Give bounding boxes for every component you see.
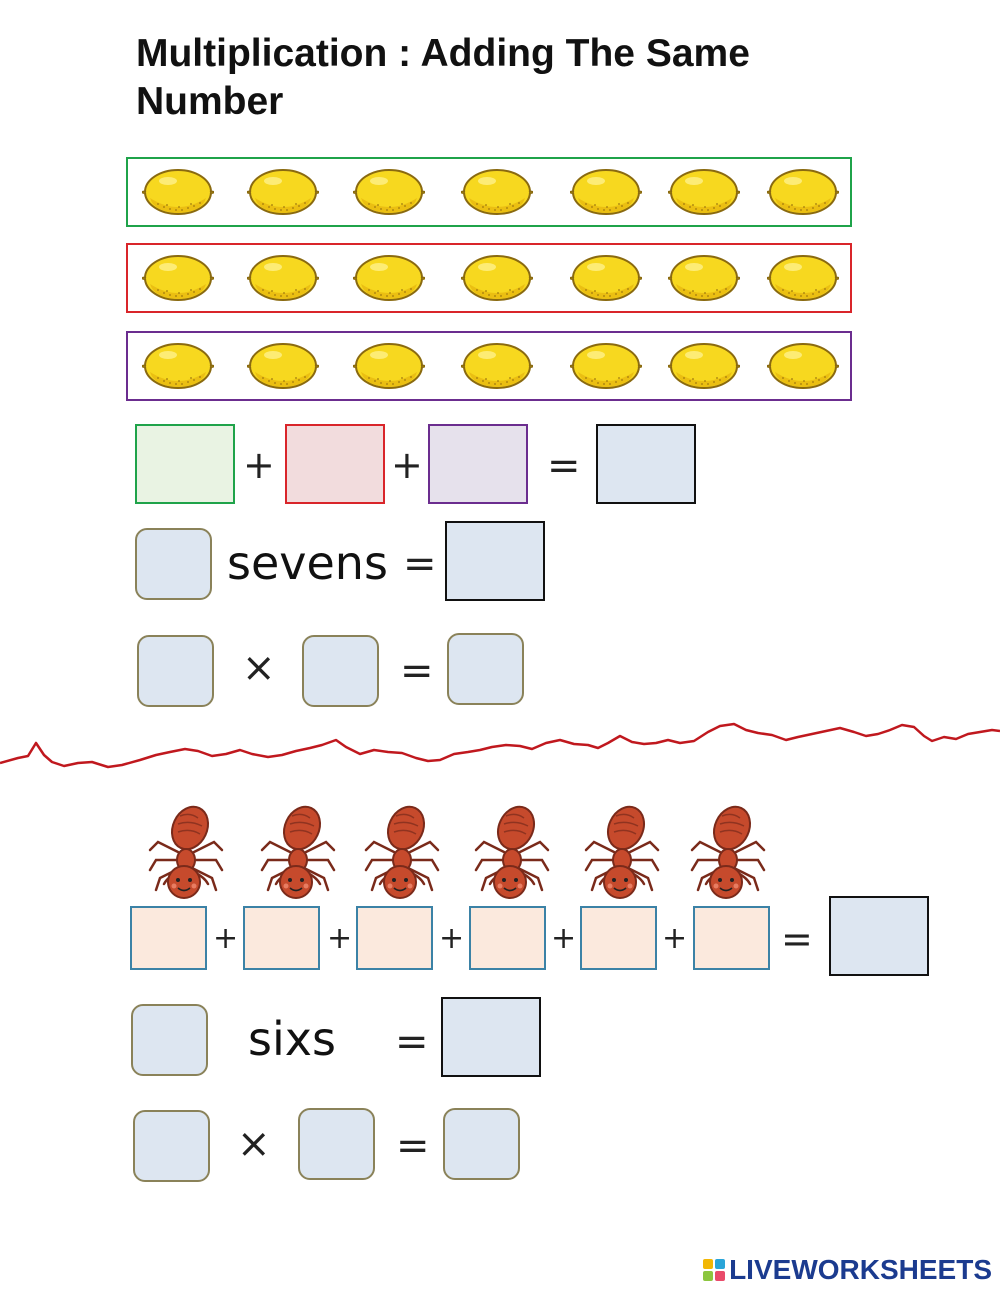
lemon-icon [766, 166, 840, 218]
sevens-label: sevens [227, 536, 388, 590]
equals-sign: = [781, 917, 813, 961]
plus-sign: + [213, 921, 239, 956]
lemon-icon [352, 252, 426, 304]
lemon-icon [246, 340, 320, 392]
lemon-icon [352, 166, 426, 218]
equals-sign: = [395, 1019, 429, 1065]
ant-icon [256, 802, 340, 902]
lemon-icon [667, 340, 741, 392]
lemon-icon [569, 252, 643, 304]
plus-sign: + [551, 921, 577, 956]
lemon-icon [667, 166, 741, 218]
groups-count-box[interactable] [135, 528, 212, 600]
ant-addend-box-1[interactable] [130, 906, 207, 970]
wavy-divider [0, 722, 1000, 769]
times-sign: × [242, 645, 276, 691]
ant-sum-answer-box[interactable] [829, 896, 929, 976]
sevens-answer-box[interactable] [445, 521, 545, 601]
lemon-icon [667, 252, 741, 304]
ant-icon [580, 802, 664, 902]
sixs-answer-box[interactable] [441, 997, 541, 1077]
lemon-icon [246, 166, 320, 218]
lemon-icon [460, 166, 534, 218]
lemon-icon [141, 340, 215, 392]
ant-product-box[interactable] [443, 1108, 520, 1180]
plus-sign: + [243, 443, 275, 487]
sum-answer-box[interactable] [596, 424, 696, 504]
ant-addend-box-4[interactable] [469, 906, 546, 970]
plus-sign: + [327, 921, 353, 956]
ant-factor-box-2[interactable] [298, 1108, 375, 1180]
equals-sign: = [403, 541, 437, 587]
product-box[interactable] [447, 633, 524, 705]
factor-box-1[interactable] [137, 635, 214, 707]
lemon-icon [141, 166, 215, 218]
lemon-icon [246, 252, 320, 304]
sixs-label: sixs [248, 1012, 336, 1066]
addend-box-red[interactable] [285, 424, 385, 504]
lemon-icon [460, 252, 534, 304]
watermark-text: LIVEWORKSHEETS [729, 1254, 992, 1285]
ant-icon [360, 802, 444, 902]
ant-factor-box-1[interactable] [133, 1110, 210, 1182]
ant-groups-count-box[interactable] [131, 1004, 208, 1076]
lemon-icon [352, 340, 426, 392]
ant-icon [686, 802, 770, 902]
liveworksheets-logo: LIVEWORKSHEETS [703, 1252, 992, 1288]
ant-icon [470, 802, 554, 902]
lemon-icon [766, 252, 840, 304]
ant-addend-box-6[interactable] [693, 906, 770, 970]
plus-sign: + [439, 921, 465, 956]
plus-sign: + [391, 443, 423, 487]
plus-sign: + [662, 921, 688, 956]
logo-blocks-icon [703, 1259, 726, 1281]
ant-icon [144, 802, 228, 902]
ant-addend-box-3[interactable] [356, 906, 433, 970]
lemon-icon [460, 340, 534, 392]
addend-box-green[interactable] [135, 424, 235, 504]
factor-box-2[interactable] [302, 635, 379, 707]
ant-addend-box-5[interactable] [580, 906, 657, 970]
page-title: Multiplication : Adding The Same Number [136, 32, 750, 123]
addend-box-purple[interactable] [428, 424, 528, 504]
equals-sign: = [400, 648, 434, 694]
times-sign: × [237, 1121, 271, 1167]
lemon-icon [141, 252, 215, 304]
equals-sign: = [547, 443, 581, 489]
equals-sign: = [396, 1123, 430, 1169]
ant-addend-box-2[interactable] [243, 906, 320, 970]
lemon-icon [766, 340, 840, 392]
lemon-icon [569, 166, 643, 218]
lemon-icon [569, 340, 643, 392]
